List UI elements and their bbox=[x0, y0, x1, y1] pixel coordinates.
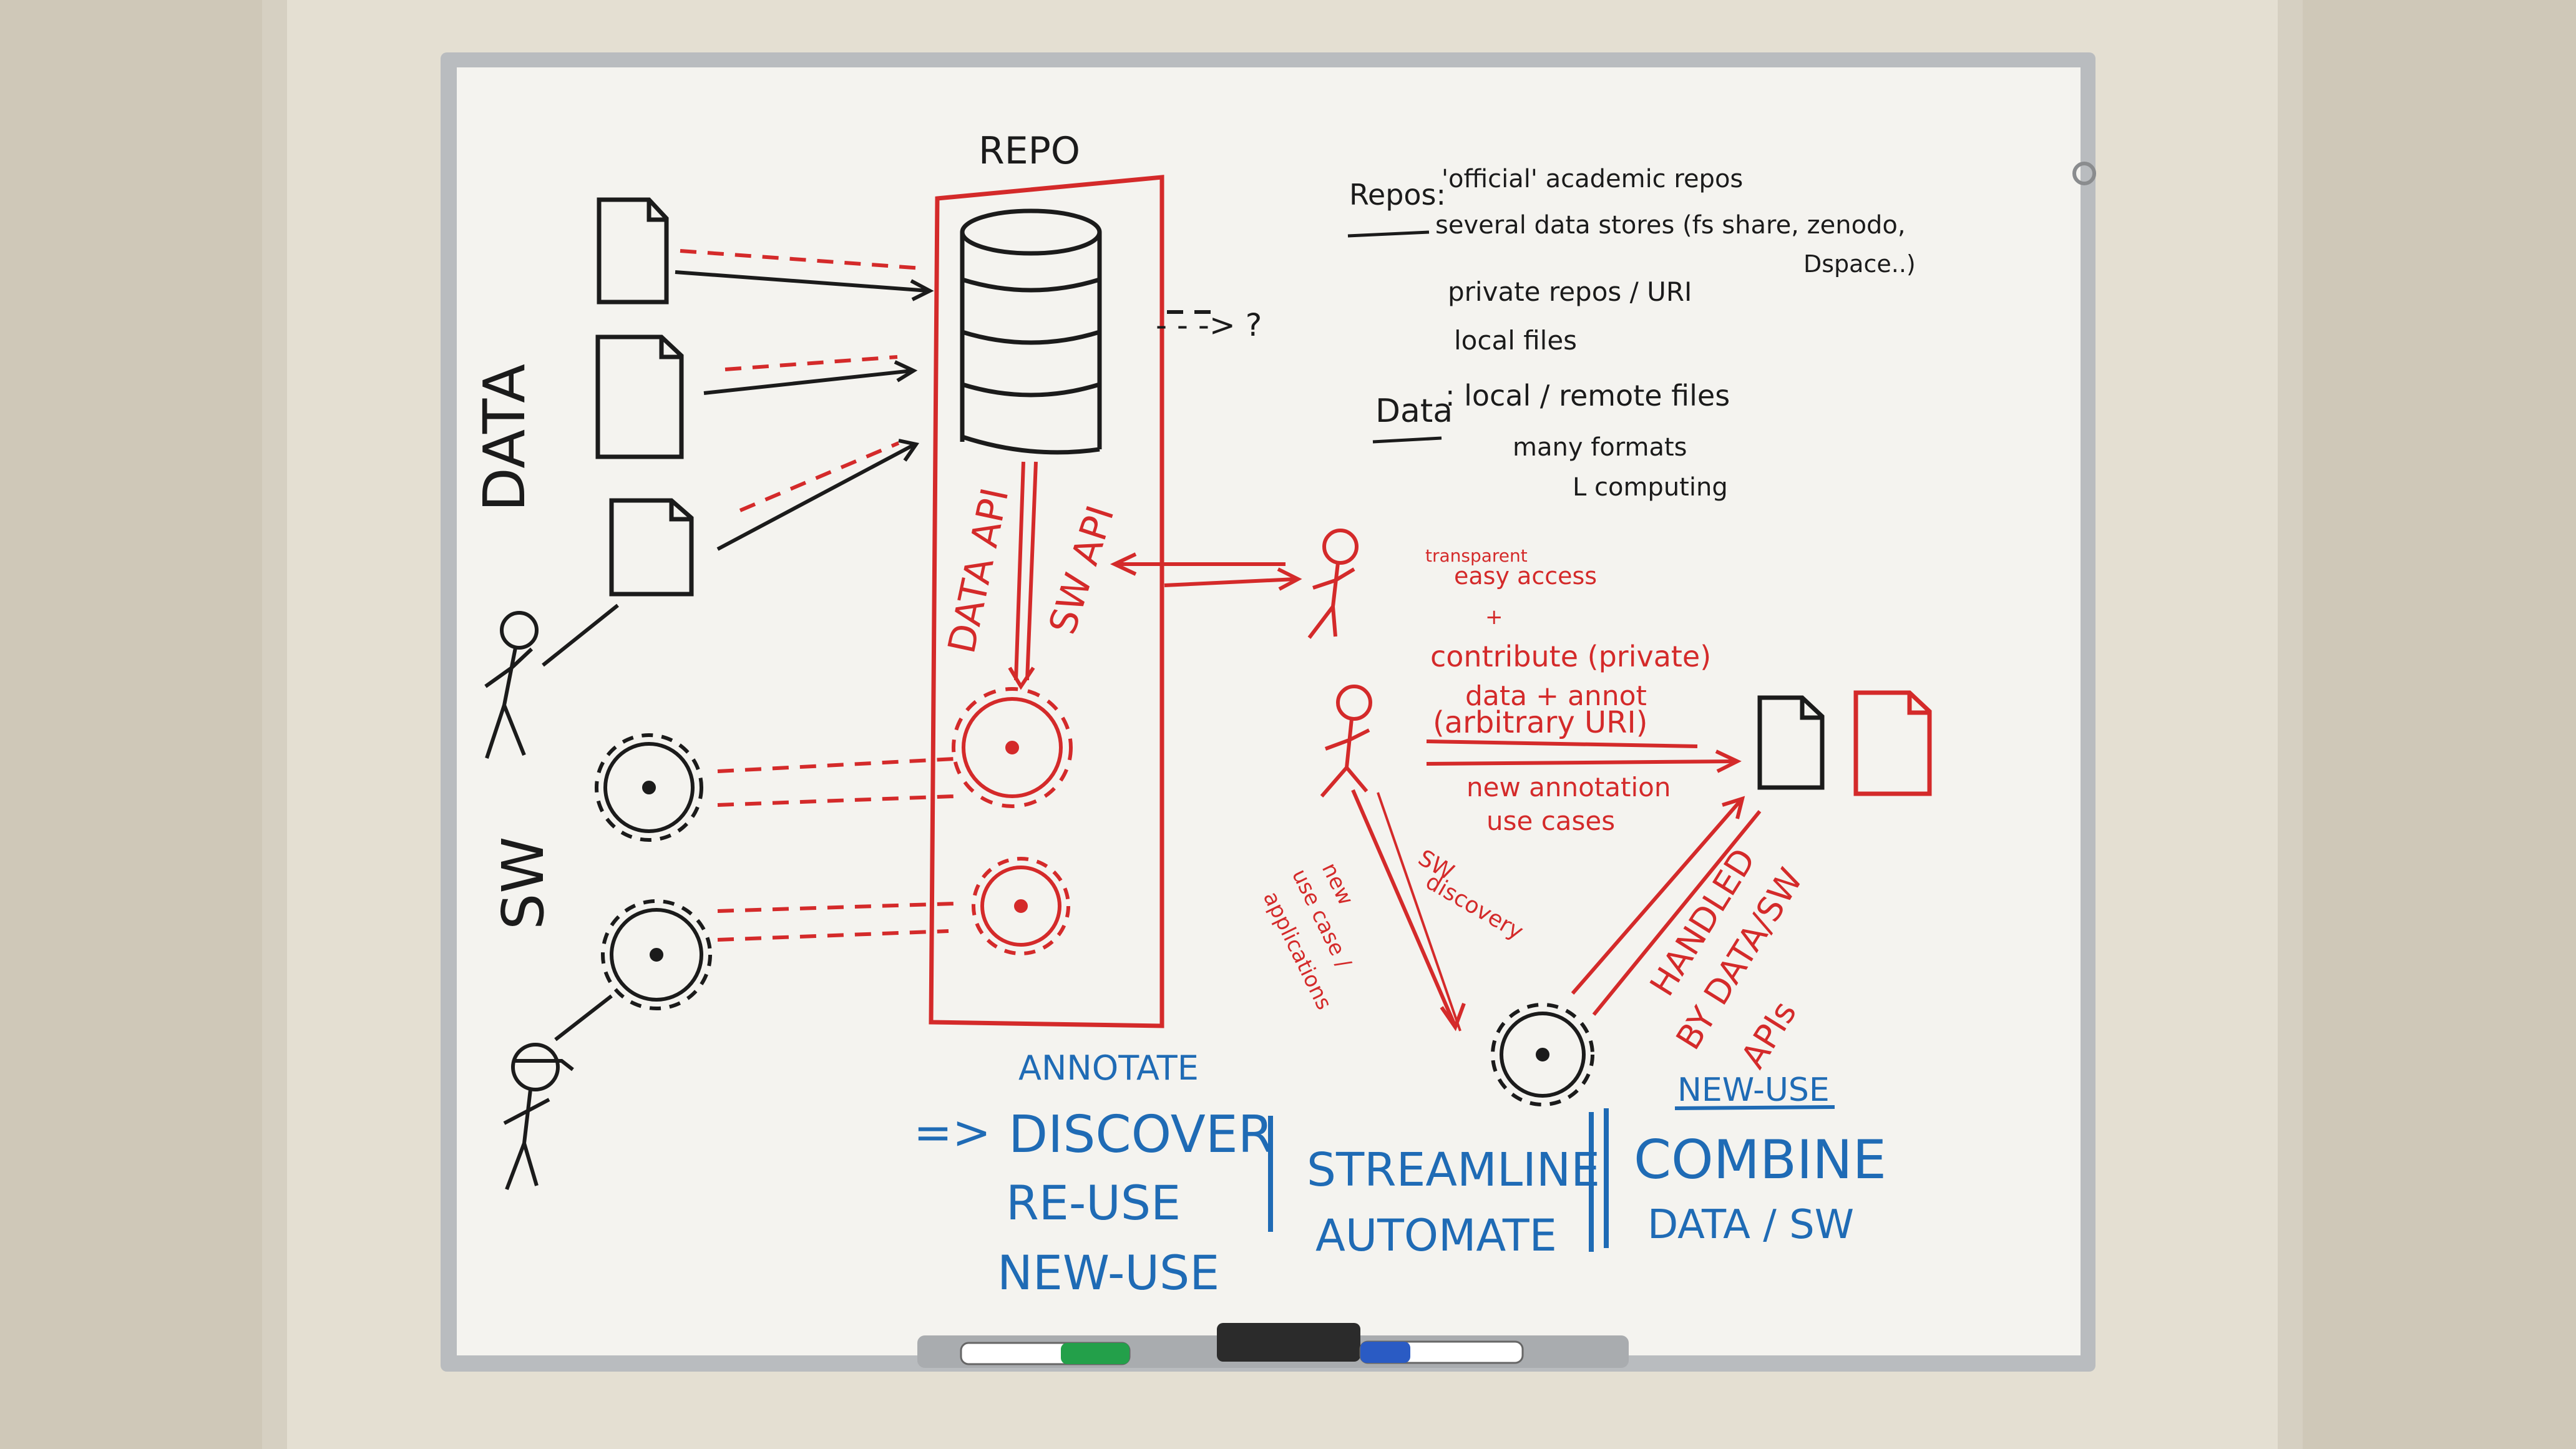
hanging-hook bbox=[2072, 162, 2096, 185]
new-use-right-label: NEW-USE bbox=[1677, 1071, 1830, 1109]
api-arrow-head bbox=[1008, 666, 1035, 690]
whiteboard-eraser[interactable] bbox=[1217, 1323, 1360, 1362]
document-icon bbox=[1757, 695, 1825, 790]
repos-note-line: private repos / URI bbox=[1448, 276, 1692, 307]
repo-box bbox=[929, 175, 1164, 1028]
annotation-note: new annotation bbox=[1466, 772, 1671, 803]
annotate-label: ANNOTATE bbox=[1018, 1048, 1199, 1088]
arrow-data-to-repo bbox=[675, 270, 934, 551]
repos-note-line: 'official' academic repos bbox=[1442, 165, 1743, 193]
data-note-line: : local / remote files bbox=[1445, 379, 1730, 412]
document-icon bbox=[597, 197, 669, 305]
repos-note-line: Dspace..) bbox=[1803, 250, 1916, 278]
gear-icon bbox=[972, 857, 1070, 955]
user-stick-figure bbox=[1307, 529, 1359, 639]
repos-underline bbox=[1347, 230, 1430, 238]
data-note-line: many formats bbox=[1513, 433, 1687, 462]
user-stick-figure bbox=[484, 611, 539, 759]
arrow-label: => bbox=[914, 1106, 991, 1159]
data-note-line: L computing bbox=[1573, 473, 1728, 502]
gear-icon bbox=[952, 687, 1073, 808]
access-note: + bbox=[1485, 605, 1503, 630]
new-use-underline bbox=[1674, 1105, 1835, 1110]
automate-label: AUTOMATE bbox=[1315, 1210, 1557, 1261]
document-icon bbox=[1853, 690, 1932, 796]
access-arrows bbox=[1110, 552, 1302, 591]
access-note: transparent bbox=[1425, 545, 1528, 566]
reuse-label: RE-USE bbox=[1006, 1175, 1181, 1231]
discover-label: DISCOVER bbox=[1008, 1105, 1274, 1164]
blue-marker[interactable] bbox=[1359, 1340, 1524, 1364]
data-note-label: Data bbox=[1375, 393, 1453, 430]
wall-edge-right bbox=[2278, 0, 2303, 1449]
document-icon bbox=[595, 334, 684, 459]
data-label: DATA bbox=[471, 364, 538, 512]
gear-icon bbox=[1491, 1003, 1594, 1106]
wall-edge-left bbox=[262, 0, 287, 1449]
contrib-note: data + annot bbox=[1465, 680, 1647, 712]
data-sw-label: DATA / SW bbox=[1647, 1202, 1854, 1248]
sw-label: SW bbox=[490, 837, 557, 930]
access-note: easy access bbox=[1454, 562, 1597, 590]
arrow-repo-to-data bbox=[680, 249, 1217, 942]
contrib-note: (arbitrary URI) bbox=[1433, 705, 1647, 740]
repos-label: Repos: bbox=[1349, 178, 1446, 212]
data-note-underline bbox=[1372, 436, 1442, 444]
database-icon bbox=[960, 208, 1102, 455]
gear-icon bbox=[595, 733, 703, 842]
streamline-label: STREAMLINE bbox=[1307, 1143, 1600, 1197]
contrib-note: contribute (private) bbox=[1430, 640, 1711, 673]
developer-stick-figure bbox=[503, 1043, 574, 1191]
document-icon bbox=[609, 498, 694, 597]
arrow-dev-to-sw bbox=[554, 994, 613, 1042]
contribute-arrows bbox=[1426, 739, 1742, 773]
user-stick-figure bbox=[1320, 685, 1372, 798]
new-use-left-label: NEW-USE bbox=[997, 1245, 1219, 1300]
arrow-user-to-data bbox=[542, 603, 619, 667]
gear-icon bbox=[601, 899, 712, 1010]
repos-note-line: local files bbox=[1454, 325, 1577, 356]
repo-title: REPO bbox=[978, 129, 1080, 173]
combine-label: COMBINE bbox=[1634, 1129, 1886, 1191]
notes-block: Repos: 'official' academic repos several… bbox=[1347, 165, 1916, 502]
api-arrow bbox=[1014, 461, 1038, 681]
discovery-arrows bbox=[1351, 789, 1762, 1032]
repos-note-line: several data stores (fs share, zenodo, bbox=[1435, 211, 1906, 240]
separator-double-line bbox=[1589, 1108, 1609, 1252]
green-marker[interactable] bbox=[960, 1342, 1131, 1365]
annotation-note: use cases bbox=[1486, 806, 1615, 836]
